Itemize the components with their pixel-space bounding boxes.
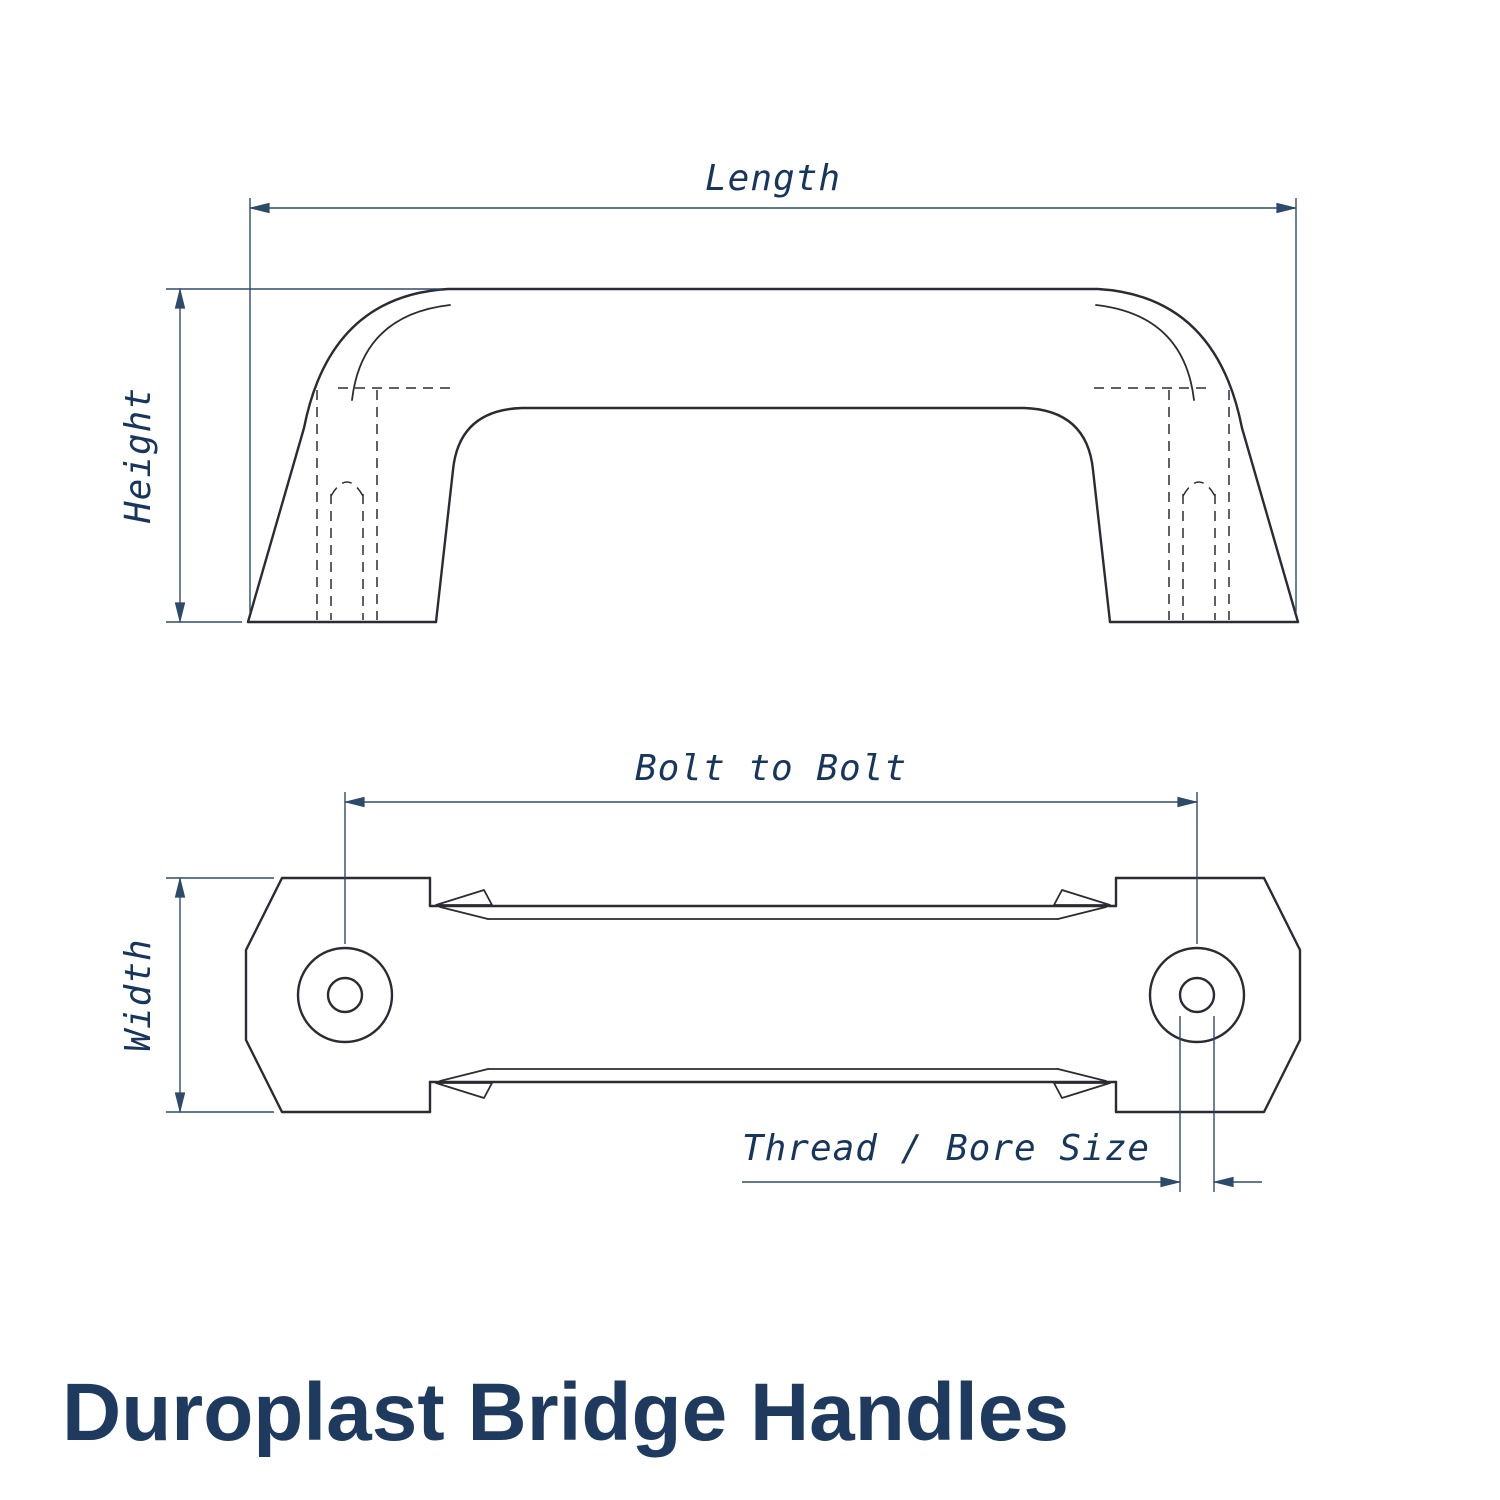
left-leg-hidden-bore bbox=[316, 387, 452, 620]
hidden-drill-tip bbox=[330, 481, 364, 497]
right-boss-outline bbox=[1114, 876, 1302, 1114]
bolt-to-bolt-label: Bolt to Bolt bbox=[635, 748, 907, 789]
hidden-drill-tip bbox=[1182, 481, 1216, 497]
grip-inner-top-blend-left bbox=[439, 906, 489, 920]
left-boss-outline bbox=[244, 876, 432, 1114]
left-corner-face-edge bbox=[351, 304, 451, 401]
blend-flag-top-right bbox=[1053, 889, 1111, 906]
width-label: Width bbox=[118, 938, 159, 1051]
handle-inner-profile bbox=[434, 406, 1112, 624]
right-leg-hidden-bore bbox=[1094, 387, 1230, 620]
right-corner-face-edge bbox=[1095, 304, 1195, 401]
left-counterbore-circle bbox=[296, 946, 394, 1044]
left-bolt-hole bbox=[326, 976, 364, 1014]
plan-view bbox=[244, 876, 1302, 1114]
front-view-dimensions: Length Height bbox=[118, 158, 1298, 624]
grip-inner-top-blend-right bbox=[1057, 906, 1107, 920]
thread-bore-label: Thread / Bore Size bbox=[742, 1128, 1150, 1169]
length-label: Length bbox=[705, 158, 841, 199]
blend-flag-bottom-left bbox=[435, 1082, 493, 1099]
blend-flag-bottom-right bbox=[1053, 1082, 1111, 1099]
plan-view-dimensions: Bolt to Bolt Width Thread / Bore Size bbox=[118, 748, 1262, 1192]
page-title: Duroplast Bridge Handles bbox=[62, 1367, 1069, 1458]
height-label: Height bbox=[118, 387, 159, 524]
grip-inner-bottom-blend-left bbox=[439, 1068, 489, 1082]
grip-inner-bottom-blend-right bbox=[1057, 1068, 1107, 1082]
right-counterbore-circle bbox=[1148, 946, 1246, 1044]
grip-bar-inner-edges bbox=[435, 889, 1111, 1099]
handle-outer-profile bbox=[246, 287, 1300, 624]
right-bolt-hole bbox=[1178, 976, 1216, 1014]
front-view bbox=[246, 287, 1300, 624]
blend-flag-top-left bbox=[435, 889, 493, 906]
